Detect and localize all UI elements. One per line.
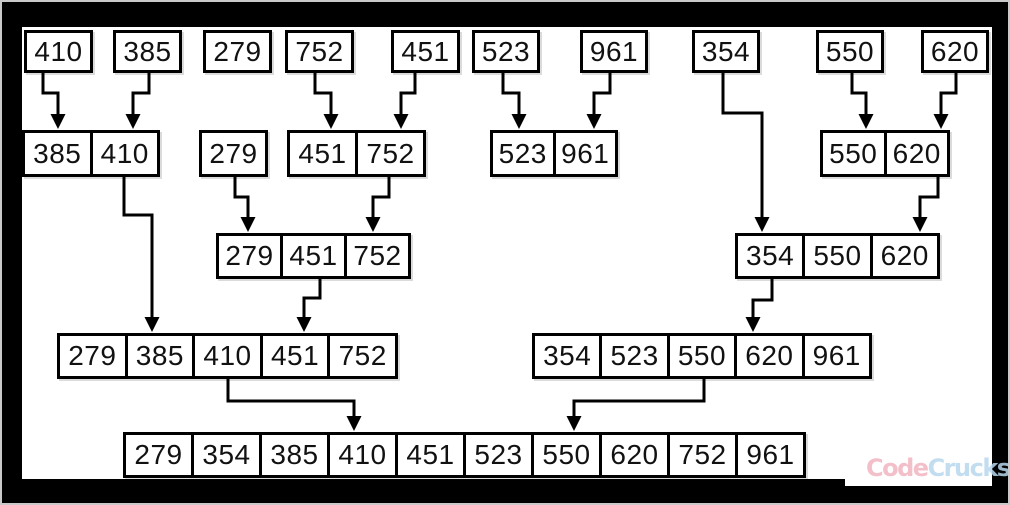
- array-cell: 451: [280, 233, 347, 279]
- array-cell: 550: [802, 233, 873, 279]
- array-cell: 523: [463, 432, 534, 478]
- array-cell: 961: [801, 333, 872, 379]
- array-cell: 752: [667, 432, 738, 478]
- array-cell: 410: [192, 333, 263, 379]
- array-cell: 354: [735, 233, 806, 279]
- array-cell: 279: [203, 30, 272, 73]
- array-r1-410: 410: [24, 30, 93, 73]
- watermark: CodeCrucks: [866, 454, 1010, 482]
- array-cell: 961: [552, 130, 618, 177]
- array-cell: 279: [199, 130, 268, 177]
- array-r1-385: 385: [113, 30, 182, 73]
- array-cell: 385: [124, 333, 196, 379]
- array-cell: 451: [395, 432, 466, 478]
- array-cell: 385: [259, 432, 330, 478]
- array-cell: 550: [531, 432, 602, 478]
- array-cell: 279: [216, 233, 283, 279]
- array-r1-354: 354: [692, 30, 760, 73]
- array-cell: 620: [599, 432, 670, 478]
- array-cell: 961: [580, 30, 648, 73]
- watermark-background-strip: [845, 479, 992, 486]
- array-cell: 451: [259, 333, 331, 379]
- array-r2-279: 279: [199, 130, 268, 177]
- array-cell: 410: [89, 130, 160, 177]
- array-cell: 752: [285, 30, 354, 73]
- array-r1-550: 550: [816, 30, 884, 73]
- array-cell: 354: [191, 432, 262, 478]
- watermark-code: Code: [866, 454, 929, 482]
- array-cell: 451: [391, 30, 460, 73]
- array-cell: 620: [883, 130, 950, 177]
- array-r1-451: 451: [391, 30, 460, 73]
- array-cell: 961: [735, 432, 806, 478]
- array-cell: 752: [355, 130, 426, 177]
- array-r1-752: 752: [285, 30, 354, 73]
- array-cell: 354: [532, 333, 603, 379]
- array-cell: 752: [344, 233, 411, 279]
- array-r1-620: 620: [921, 30, 989, 73]
- array-cell: 385: [22, 130, 93, 177]
- array-cell: 410: [327, 432, 398, 478]
- array-cell: 550: [820, 130, 887, 177]
- array-cell: 410: [24, 30, 93, 73]
- array-r1-961: 961: [580, 30, 648, 73]
- array-cell: 620: [734, 333, 805, 379]
- watermark-crucks: Crucks: [927, 454, 1010, 482]
- array-cell: 385: [113, 30, 182, 73]
- array-cell: 620: [921, 30, 989, 73]
- array-cell: 752: [327, 333, 398, 379]
- array-cell: 550: [666, 333, 738, 379]
- array-cell: 354: [692, 30, 760, 73]
- array-cell: 451: [287, 130, 358, 177]
- array-cell: 523: [472, 30, 540, 73]
- array-cell: 620: [869, 233, 940, 279]
- array-cell: 523: [599, 333, 670, 379]
- array-r1-523: 523: [472, 30, 540, 73]
- array-cell: 523: [490, 130, 556, 177]
- array-r1-279: 279: [203, 30, 272, 73]
- array-cell: 279: [57, 333, 128, 379]
- array-cell: 279: [123, 432, 194, 478]
- array-cell: 550: [816, 30, 884, 73]
